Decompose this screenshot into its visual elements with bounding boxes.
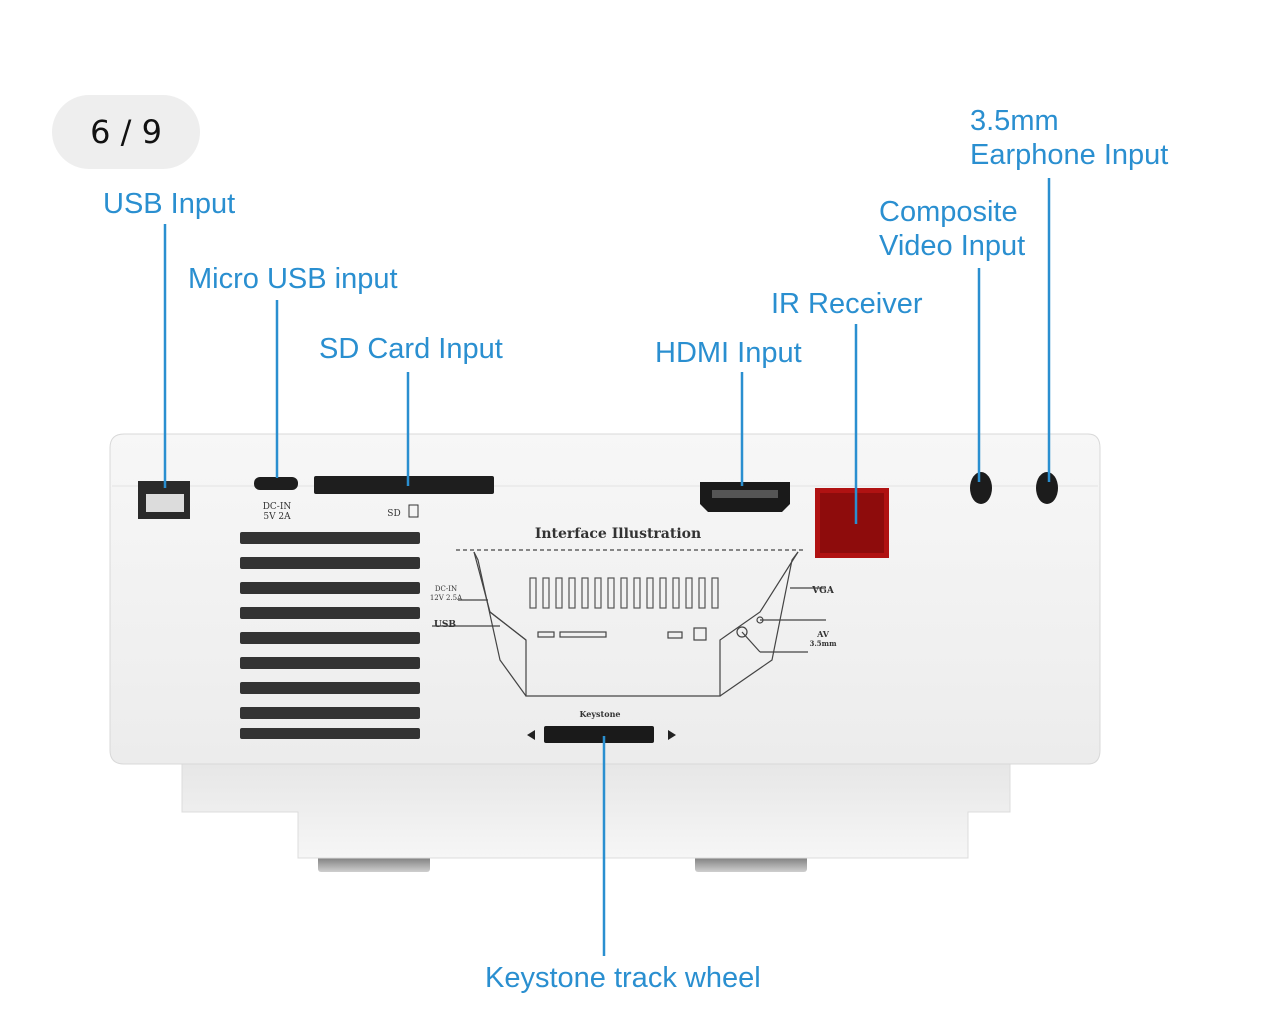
composite-video-jack-icon (970, 472, 992, 504)
label-keystone-track-wheel: Keystone track wheel (485, 962, 761, 994)
label-composite-line1: Composite (879, 196, 1018, 228)
sd-card-slot-icon (314, 476, 494, 494)
projector-base (181, 759, 1011, 859)
label-composite-video-input: Composite Video Input (879, 195, 1025, 263)
dc-in-print-1: DC-IN (263, 502, 292, 512)
earphone-jack-icon (1036, 472, 1058, 504)
interface-illustration-title: Interface Illustration (535, 526, 701, 542)
callout-leader-lines (163, 178, 1051, 956)
micro-usb-port-icon (254, 477, 298, 490)
usb-port-tongue (146, 494, 184, 512)
ir-receiver-inner (820, 493, 884, 553)
keystone-right-arrow-icon (668, 730, 676, 740)
diagram-dc-in-1: DC-IN (435, 585, 457, 593)
label-earphone-input: 3.5mm Earphone Input (970, 104, 1168, 172)
dc-in-print-2: 5V 2A (263, 512, 291, 522)
keystone-print: Keystone (580, 709, 621, 719)
hdmi-port-inner (712, 490, 778, 498)
label-micro-usb-input: Micro USB input (188, 263, 398, 295)
sd-print: SD (387, 509, 400, 519)
diagram-dc-in-2: 12V 2.5A (430, 594, 463, 602)
label-earphone-line1: 3.5mm (970, 105, 1059, 137)
interface-diagram (432, 549, 826, 697)
keystone-left-arrow-icon (527, 730, 535, 740)
label-sd-card-input: SD Card Input (319, 333, 503, 365)
image-counter: 6 / 9 (52, 95, 200, 169)
vent-grille (240, 532, 420, 739)
label-composite-line2: Video Input (879, 230, 1026, 262)
keystone-wheel-icon (544, 726, 654, 743)
diagram-vga: VGA (811, 586, 835, 596)
label-hdmi-input: HDMI Input (655, 337, 802, 369)
label-earphone-line2: Earphone Input (970, 139, 1169, 171)
sd-card-print-icon (408, 504, 419, 518)
label-usb-input: USB Input (103, 188, 236, 220)
diagram-usb: USB (434, 620, 456, 630)
label-ir-receiver: IR Receiver (771, 288, 923, 320)
diagram-av-1: AV (816, 629, 830, 639)
diagram-av-2: 3.5mm (810, 639, 838, 648)
